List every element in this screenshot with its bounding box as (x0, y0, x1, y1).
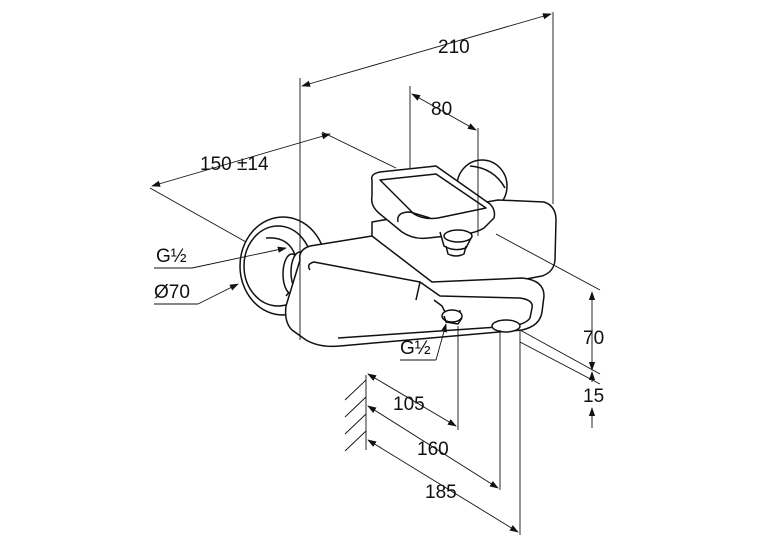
connection-thread-label: G½ (156, 246, 187, 267)
dim-depth-2-label: 160 (417, 439, 449, 460)
dim-depth-1-label: 105 (393, 394, 425, 415)
spout-outlet (433, 299, 521, 333)
dim-overall-width: 210 (299, 12, 554, 340)
dim-depth-3-label: 185 (425, 482, 457, 503)
dim-depth-3: 185 (367, 330, 521, 535)
dim-lever-width-label: 80 (431, 99, 452, 120)
dim-depth-2: 160 (367, 330, 501, 490)
dim-projection: 150 ±14 (149, 131, 397, 243)
rosette-diameter-label: Ø70 (154, 282, 190, 303)
dim-spout-offset-label: 15 (583, 386, 604, 407)
leader-connection-thread: G½ (154, 246, 287, 269)
wall-hatching (344, 375, 367, 452)
dim-height: 70 (495, 233, 604, 375)
leader-rosette-diameter: Ø70 (154, 282, 239, 305)
dim-lever-width: 80 (409, 86, 479, 236)
faucet-body (239, 159, 557, 348)
dim-projection-label: 150 ±14 (200, 154, 269, 175)
lever-handle (370, 165, 496, 257)
dim-spout-offset: 15 (519, 341, 604, 428)
body-front (284, 235, 545, 348)
dim-overall-width-label: 210 (438, 37, 470, 58)
outlet-thread-label: G½ (400, 338, 431, 359)
leader-outlet-thread: G½ (400, 323, 447, 361)
dim-height-label: 70 (583, 328, 604, 349)
